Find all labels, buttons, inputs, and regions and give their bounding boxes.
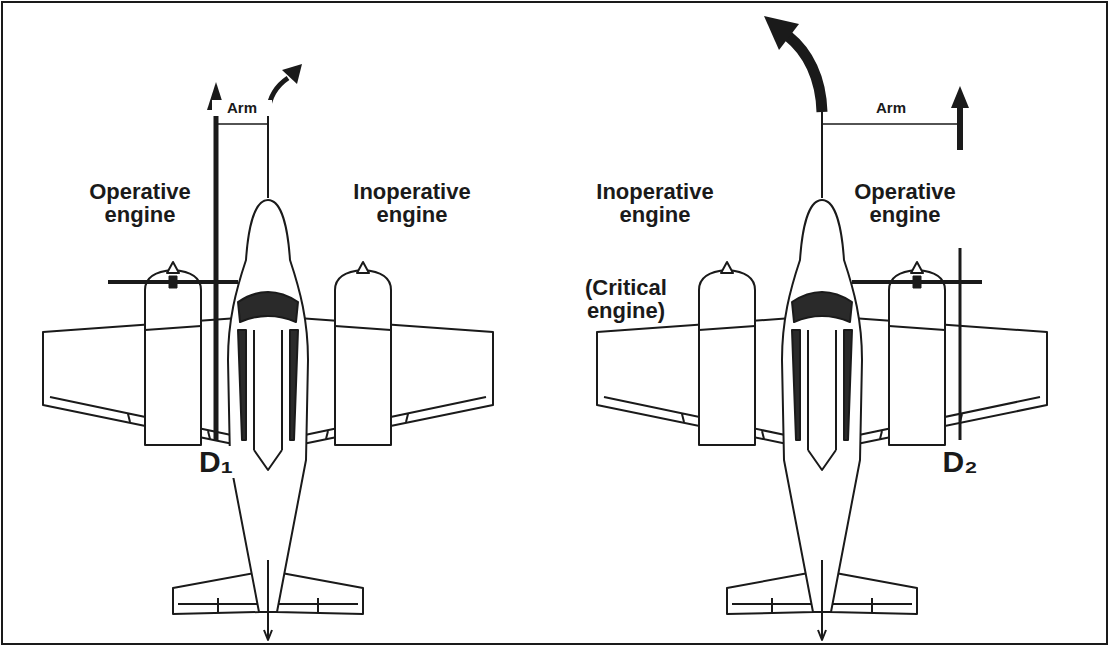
part-label: Operative engine — [78, 180, 202, 226]
arrow-head — [951, 86, 969, 108]
thrust-line — [959, 248, 962, 440]
thrust-arrow — [957, 106, 963, 150]
force-label: D₁ — [186, 446, 246, 478]
part-label: Inoperative engine — [580, 180, 730, 226]
yaw-arrow — [788, 36, 822, 112]
dimension-label: Arm — [861, 100, 921, 116]
aircraft-right — [597, 200, 1047, 640]
thrust-arrow — [214, 108, 219, 440]
force-label: D₂ — [930, 446, 990, 478]
part-label: Operative engine — [843, 180, 967, 226]
dimension-label: Arm — [212, 100, 272, 116]
arrow-head — [764, 16, 799, 50]
centerline — [267, 106, 269, 198]
aircraft-left — [43, 200, 493, 640]
propeller — [852, 276, 982, 288]
arrow-head — [282, 64, 302, 84]
part-label: (Critical engine) — [570, 276, 682, 322]
arm-line — [822, 123, 960, 125]
part-label: Inoperative engine — [337, 180, 487, 226]
arm-line — [216, 123, 268, 125]
centerline — [821, 106, 823, 198]
